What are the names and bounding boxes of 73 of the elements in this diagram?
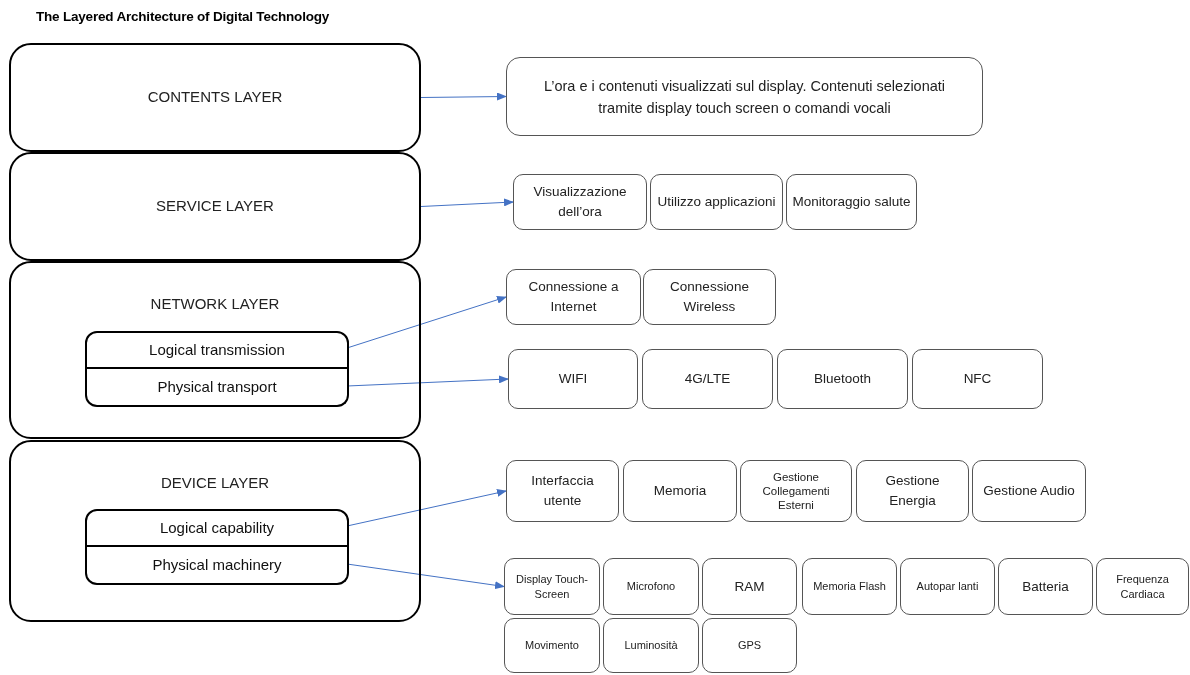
node-label: Memoria xyxy=(653,482,707,500)
item-box xyxy=(504,558,600,615)
node-label: Utilizzo applicazioni xyxy=(657,193,776,211)
arrow xyxy=(346,489,507,527)
arrow xyxy=(420,198,514,207)
item-box xyxy=(603,558,699,615)
arrow xyxy=(346,563,505,590)
item-box xyxy=(740,460,852,522)
item-box xyxy=(643,269,776,325)
item-box xyxy=(702,558,797,615)
node-label: NETWORK LAYER xyxy=(150,294,280,314)
item-box xyxy=(802,558,897,615)
node-label: WIFI xyxy=(558,370,588,388)
item-box xyxy=(642,349,773,409)
node-label: Connessione Wireless xyxy=(669,278,750,316)
node-label: Physical transport xyxy=(157,376,277,397)
item-box xyxy=(504,618,600,673)
node-label: Gestione Energia xyxy=(884,472,941,510)
item-box xyxy=(786,174,917,230)
layer-box xyxy=(9,440,421,622)
node-label: Movimento xyxy=(525,638,579,653)
node-label: Interfaccia utente xyxy=(530,472,595,510)
node-label: GPS xyxy=(737,638,762,653)
layer-box xyxy=(9,152,421,261)
item-box xyxy=(603,618,699,673)
node-label: Gestione Collegamenti Esterni xyxy=(761,470,831,512)
item-box xyxy=(1096,558,1189,615)
item-box xyxy=(623,460,737,522)
node-label: RAM xyxy=(734,577,765,596)
layer-box xyxy=(9,261,421,439)
node-label: Logical transmission xyxy=(149,339,285,360)
item-box xyxy=(972,460,1086,522)
node-label: Luminosità xyxy=(624,638,678,653)
node-label: Bluetooth xyxy=(813,370,871,388)
item-box xyxy=(513,174,647,230)
node-label: Logical capability xyxy=(159,517,275,538)
node-label: Visualizzazione dell’ora xyxy=(532,183,628,221)
node-label: Display Touch- Screen xyxy=(515,571,589,602)
node-label: Autopar lanti xyxy=(916,579,979,594)
node-label: Memoria Flash xyxy=(813,579,886,594)
diagram-title: The Layered Architecture of Digital Technology xyxy=(36,8,330,26)
item-box xyxy=(900,558,995,615)
item-box xyxy=(998,558,1093,615)
item-box xyxy=(777,349,908,409)
item-box xyxy=(508,349,638,409)
node-label: Physical machinery xyxy=(152,554,282,575)
arrow xyxy=(420,92,507,101)
item-box xyxy=(506,269,641,325)
sublayer-row xyxy=(85,369,349,407)
sublayer-row xyxy=(85,509,349,547)
layer-box xyxy=(9,43,421,152)
node-label: CONTENTS LAYER xyxy=(147,87,283,108)
item-box xyxy=(856,460,969,522)
node-label: Monitoraggio salute xyxy=(792,193,911,211)
node-label: NFC xyxy=(963,370,992,388)
sublayer-row xyxy=(85,547,349,585)
node-label: Frequenza Cardiaca xyxy=(1115,571,1170,602)
node-label: Batteria xyxy=(1022,577,1069,596)
description-box xyxy=(506,57,983,136)
arrow xyxy=(346,295,507,349)
item-box xyxy=(912,349,1043,409)
item-box xyxy=(506,460,619,522)
item-box xyxy=(702,618,797,673)
item-box xyxy=(650,174,783,230)
arrow xyxy=(346,375,509,387)
node-label: DEVICE LAYER xyxy=(160,473,270,493)
node-label: Connessione a Internet xyxy=(527,278,620,316)
node-label: 4G/LTE xyxy=(684,370,731,388)
node-label: Gestione Audio xyxy=(983,482,1075,500)
sublayer-row xyxy=(85,331,349,369)
node-label: SERVICE LAYER xyxy=(156,196,274,217)
node-label: Microfono xyxy=(626,579,676,594)
node-label: L’ora e i contenuti visualizzati sul display. Contenuti selezionati tramite display touch screen o comandi vocali xyxy=(542,76,947,118)
